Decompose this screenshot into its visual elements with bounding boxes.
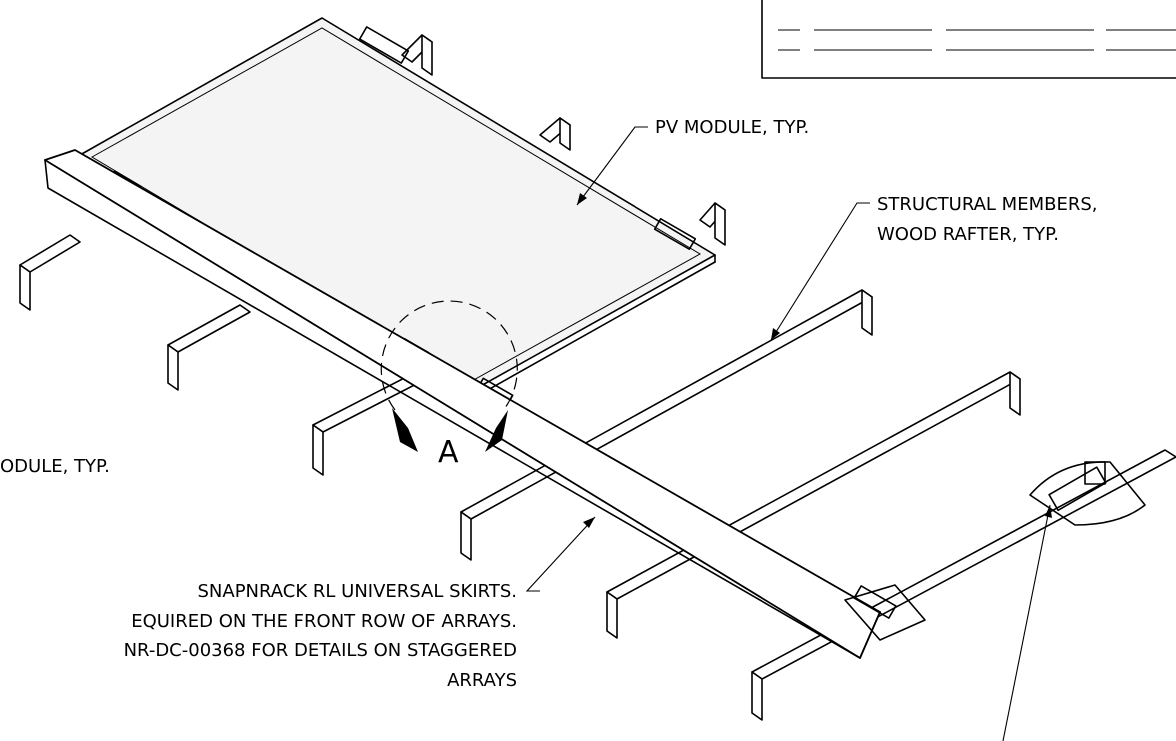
label-structural-line1: STRUCTURAL MEMBERS, [877,194,1098,215]
detail-view-a: A [380,300,518,470]
leader-mount [1002,504,1051,741]
rafter-behind-2 [539,117,571,151]
rafter-3 [312,369,431,476]
mid-clamp-top [358,26,410,64]
rafter-1 [19,234,81,311]
universal-skirt [44,149,881,659]
end-clamp-right [653,218,697,250]
label-pv-module-right: PV MODULE, TYP. [655,117,809,138]
label-skirts-line1: SNAPNRACK RL UNIVERSAL SKIRTS. [198,581,518,602]
rafter-behind-3 [699,202,726,246]
label-structural-line2: WOOD RAFTER, TYP. [877,224,1059,245]
label-pv-module-left: ODULE, TYP. [0,456,110,477]
roof-mount-front [844,584,926,641]
leader-arrow-mount [1045,505,1052,518]
detail-circle [380,300,518,411]
leader-structural [770,202,870,341]
leader-arrow-skirt [583,517,595,528]
detail-arrow-left [392,408,418,452]
title-block-table [761,0,1176,79]
roof-mount-rear [1029,461,1146,526]
detail-arrow-right [485,410,508,452]
leader-arrow-pv-module [577,193,587,205]
rafter-2 [167,304,251,391]
leader-arrow-structural [771,328,780,340]
rafter-behind-1 [401,34,433,76]
detail-view-label: A [438,435,459,470]
leader-pv-module [576,126,648,206]
label-skirts-line2: EQUIRED ON THE FRONT ROW OF ARRAYS. [131,611,517,632]
leader-skirt [525,516,596,592]
label-skirts-line4: ARRAYS [447,670,517,691]
label-skirts-line3: NR-DC-00368 FOR DETAILS ON STAGGERED [124,640,517,661]
